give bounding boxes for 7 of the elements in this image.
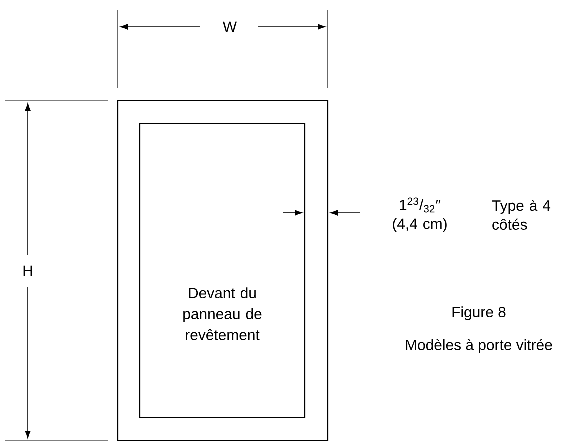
dimension-label: H bbox=[24, 266, 32, 276]
door-panel bbox=[117, 100, 329, 442]
glass-panel: Devant du panneau de revêtement bbox=[139, 123, 306, 419]
figure-caption: Figure 8 Modèles à porte vitrée bbox=[406, 306, 552, 354]
note-text: Type à 4 côtés bbox=[492, 200, 551, 230]
dimension-label: W bbox=[223, 22, 237, 32]
dimension-label: 1$^{23}$/$_{32}$″ (4,4 cm) bbox=[393, 198, 447, 232]
